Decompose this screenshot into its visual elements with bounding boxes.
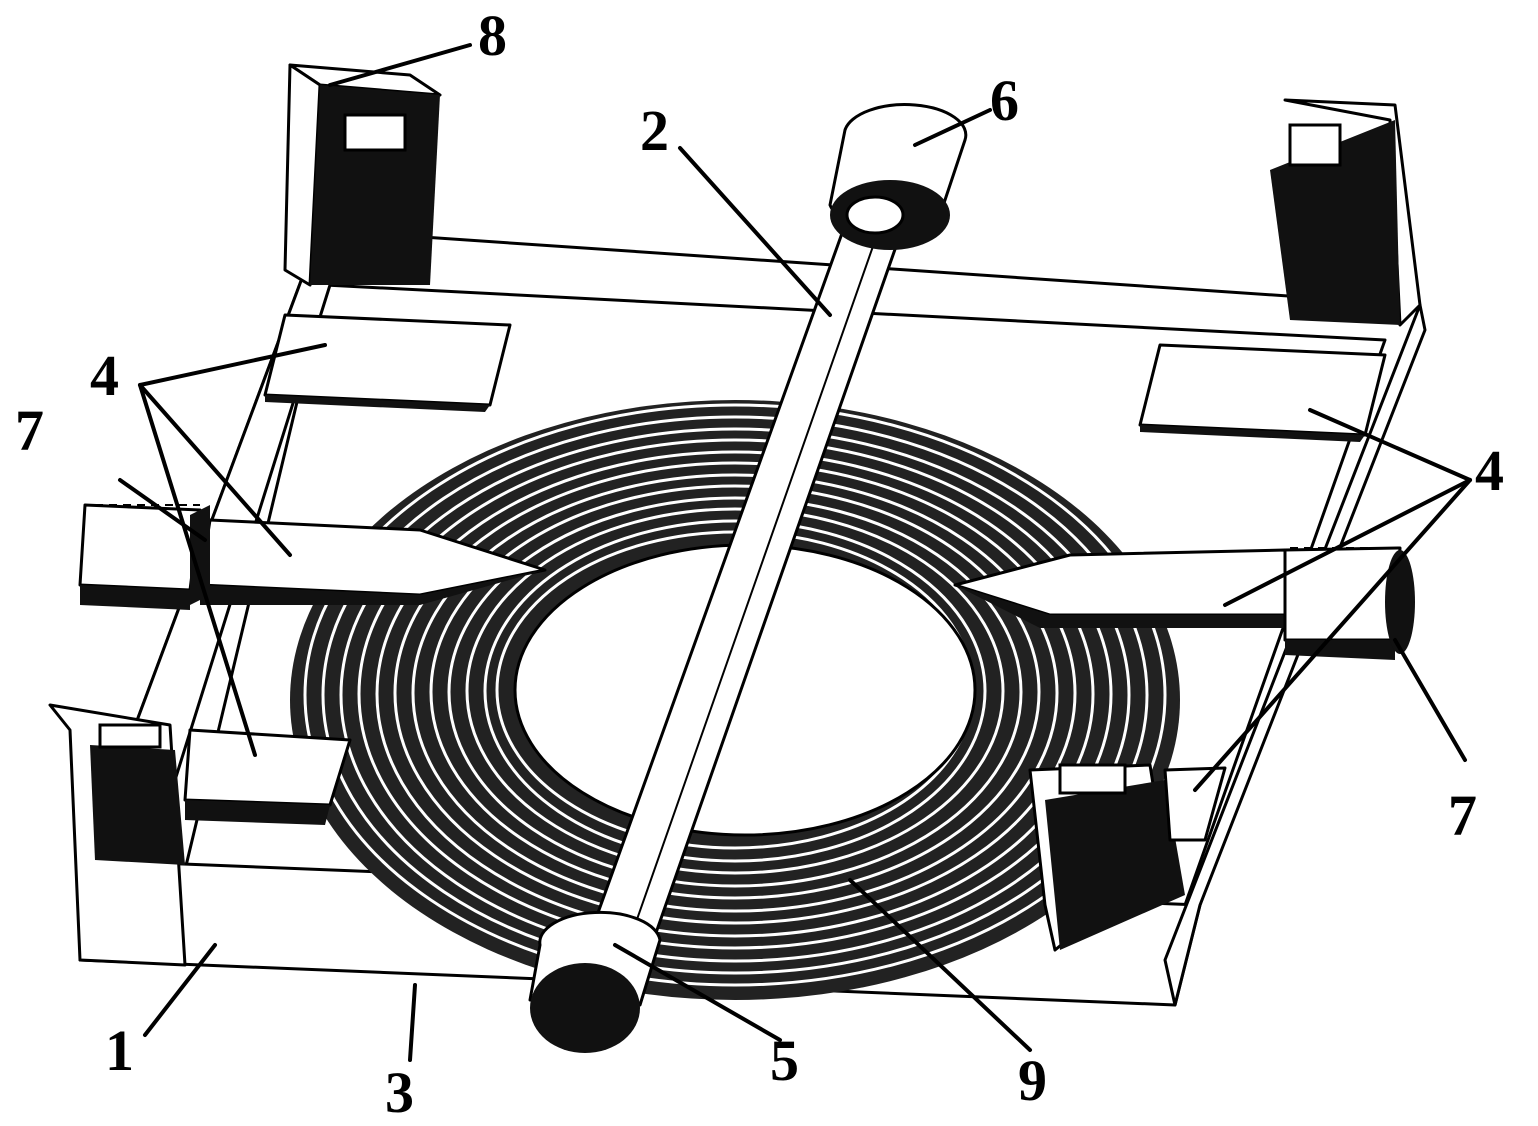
label-6: 6 xyxy=(990,68,1019,133)
probe-plate-front-left xyxy=(183,728,352,825)
probe-plate-front-right xyxy=(1163,766,1227,842)
label-5: 5 xyxy=(770,1028,799,1093)
corner-post-rear-left xyxy=(283,63,442,287)
probe-plate-rear-left xyxy=(263,313,512,412)
label-9: 9 xyxy=(1018,1048,1047,1113)
reference-numerals: 8 2 6 4 4 7 7 1 3 5 9 xyxy=(15,3,1504,1125)
clamp-left xyxy=(78,503,210,610)
rod-end-rear xyxy=(828,103,968,250)
label-4-left: 4 xyxy=(90,343,119,408)
probe-tip-right xyxy=(953,548,1287,628)
label-2: 2 xyxy=(640,98,669,163)
label-1: 1 xyxy=(105,1018,134,1083)
corner-post-rear-right xyxy=(1270,98,1422,327)
corner-post-front-right xyxy=(1028,763,1185,952)
label-7-left: 7 xyxy=(15,398,44,463)
label-4-right: 4 xyxy=(1475,438,1504,503)
leader-lines xyxy=(118,43,1472,1062)
label-7-right: 7 xyxy=(1448,783,1477,848)
label-8: 8 xyxy=(478,3,507,68)
corner-post-front-left xyxy=(48,703,187,967)
label-3: 3 xyxy=(385,1060,414,1125)
clamp-right xyxy=(1283,546,1415,660)
rod-end-front xyxy=(528,910,662,1053)
